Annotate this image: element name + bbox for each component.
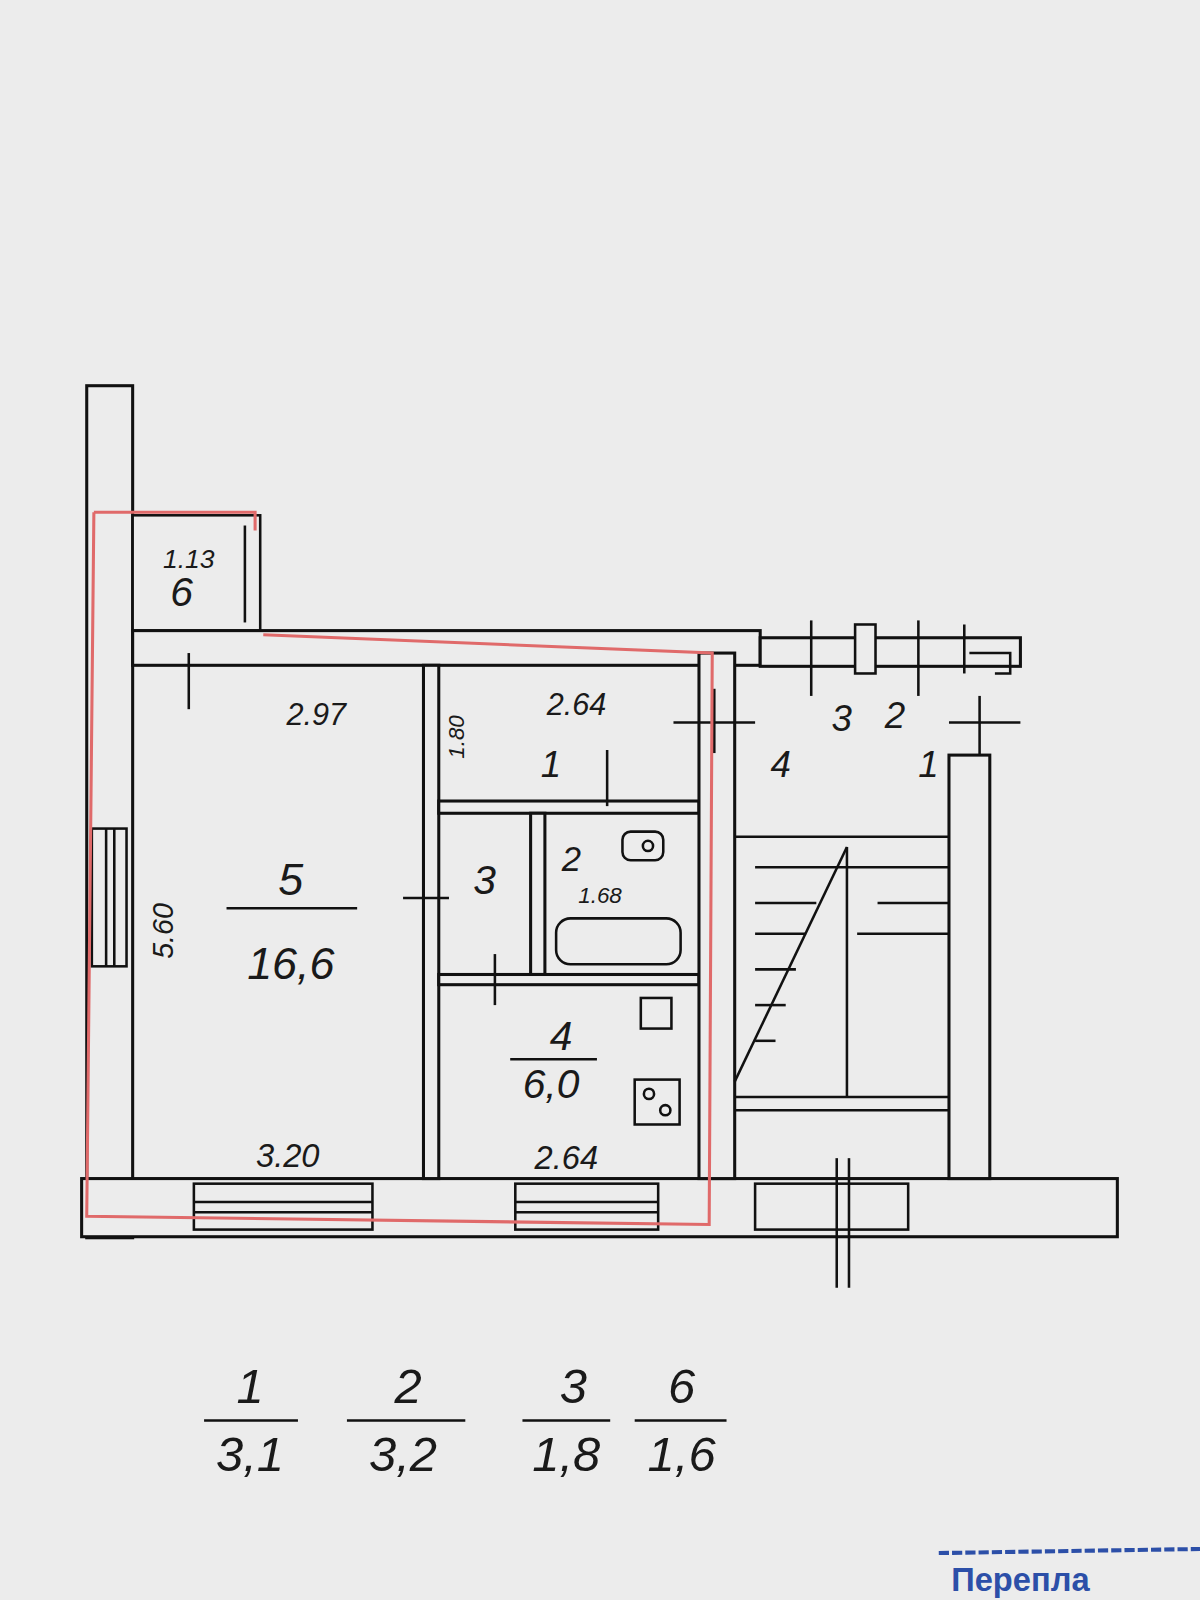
window <box>515 1211 658 1214</box>
door-tick <box>949 721 1020 724</box>
stairs <box>735 835 949 838</box>
plan-label: 1 <box>541 747 561 784</box>
door-tick <box>494 954 497 1005</box>
window <box>194 1184 373 1230</box>
stairs <box>735 1109 949 1112</box>
stairs <box>755 932 806 935</box>
plan-label: 2 <box>395 1361 422 1410</box>
plan-label: 2 <box>562 842 581 877</box>
stairs <box>755 902 816 905</box>
plan-label: 4 <box>770 747 790 784</box>
plan-label: 6,0 <box>523 1063 580 1104</box>
window <box>755 1184 908 1230</box>
apartment-boundary <box>87 512 713 1224</box>
sink <box>643 841 653 851</box>
wall <box>949 755 990 1178</box>
stairs <box>755 866 949 869</box>
stamp-border <box>939 1549 1200 1553</box>
stairs <box>857 932 949 935</box>
fraction-bar <box>347 1419 465 1422</box>
door-tick <box>403 897 449 900</box>
plan-label: 2.64 <box>535 1142 599 1175</box>
plan-label: 6 <box>668 1361 695 1410</box>
fraction-bar <box>522 1419 610 1422</box>
partition <box>531 813 545 974</box>
window <box>515 1201 658 1204</box>
plan-label: 3,2 <box>369 1430 437 1479</box>
plan-label: 1.68 <box>578 885 622 907</box>
balcony <box>133 515 261 630</box>
balcony <box>244 526 247 623</box>
fraction-bar <box>510 1058 597 1061</box>
door-symbol <box>855 624 875 673</box>
partition <box>423 665 438 1178</box>
plan-label: 3 <box>473 859 496 900</box>
plan-label: 5 <box>278 857 303 902</box>
window <box>92 829 127 967</box>
sink <box>622 832 663 861</box>
plan-label: 1.80 <box>446 715 468 759</box>
plan-label: 1.13 <box>163 546 215 573</box>
door-tick <box>978 696 981 755</box>
wall <box>699 653 735 1179</box>
window <box>105 829 108 967</box>
partition <box>439 974 699 984</box>
plan-label: 5.60 <box>149 903 178 959</box>
outer-wall <box>82 1179 1118 1237</box>
plan-label: 2.97 <box>287 699 347 730</box>
break-line <box>835 1158 838 1288</box>
stairs <box>735 847 847 1082</box>
plan-label: 1,8 <box>532 1430 600 1479</box>
plan-label: 2.64 <box>547 689 607 720</box>
fraction-bar <box>204 1419 298 1422</box>
door-tick <box>917 620 920 696</box>
plan-label: 3 <box>560 1361 587 1410</box>
kitchen-sink <box>641 998 672 1029</box>
window <box>194 1211 373 1214</box>
partition <box>439 801 699 813</box>
stamp-text: Перепла <box>951 1563 1089 1596</box>
door-tick <box>810 620 813 696</box>
door-tick <box>188 653 191 709</box>
plan-label: 1 <box>918 747 938 784</box>
break-line <box>848 1158 851 1288</box>
plan-label: 1 <box>236 1361 263 1410</box>
door-tick <box>963 624 966 673</box>
plan-label: 3.20 <box>256 1140 320 1173</box>
bathtub <box>556 918 680 964</box>
plan-label: 16,6 <box>247 942 334 987</box>
door-tick <box>969 653 1010 673</box>
wall <box>133 631 761 666</box>
stairs <box>735 1096 949 1099</box>
fraction-bar <box>635 1419 727 1422</box>
plan-label: 4 <box>550 1015 573 1056</box>
plan-label: 3 <box>832 701 852 738</box>
stove <box>635 1080 680 1125</box>
plan-label: 6 <box>170 571 193 612</box>
stairs <box>755 1040 775 1043</box>
plan-label: 2 <box>885 698 905 735</box>
stairs <box>878 902 949 905</box>
plan-label: 1,6 <box>648 1430 716 1479</box>
fraction-bar <box>227 907 358 910</box>
door-tick <box>673 721 755 724</box>
window <box>194 1201 373 1204</box>
plan-label: 3,1 <box>216 1430 284 1479</box>
stove <box>660 1105 670 1115</box>
stairs <box>846 847 849 1097</box>
stove <box>644 1089 654 1099</box>
door-tick <box>606 750 609 806</box>
window <box>113 829 116 967</box>
